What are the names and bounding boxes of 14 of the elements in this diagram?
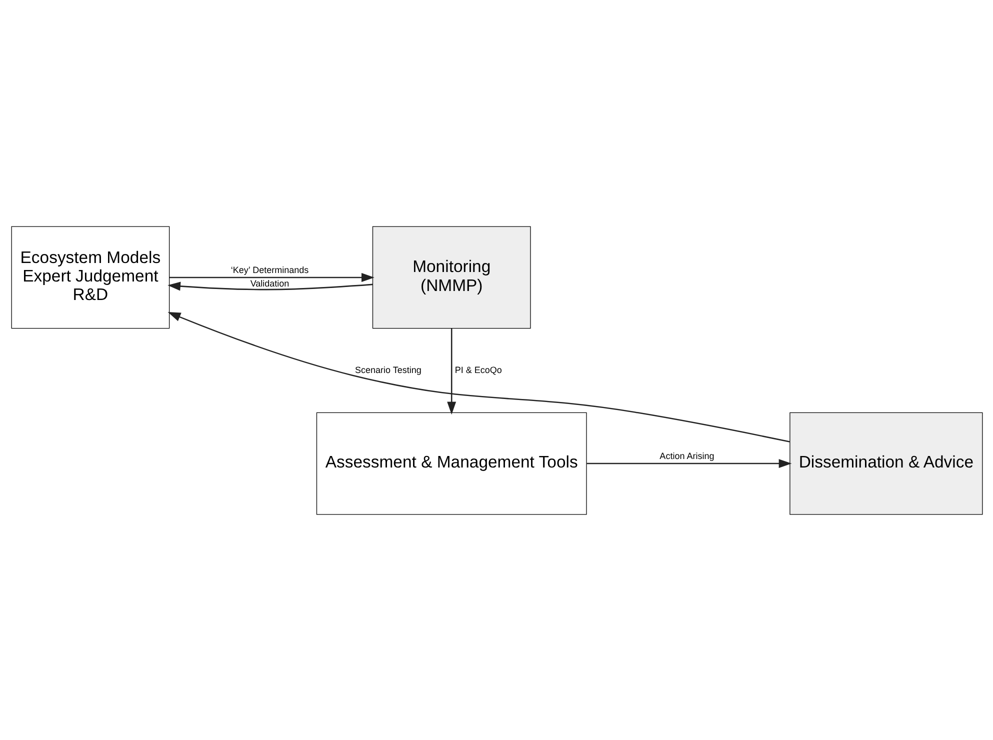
node-box: Ecosystem Models Expert Judgement R&D	[10, 226, 170, 328]
arrow	[168, 272, 374, 282]
edge-label: Action Arising	[659, 450, 714, 461]
arrow	[446, 328, 456, 414]
arrow	[167, 312, 790, 442]
arrow	[586, 458, 792, 468]
node-box: Dissemination & Advice	[789, 412, 982, 514]
node-box: Monitoring (NMMP)	[372, 226, 530, 328]
node-box: Assessment & Management Tools	[316, 412, 586, 514]
arrow	[167, 281, 372, 290]
edge-label: ‘Key’ Determinands	[230, 264, 308, 275]
edge-label: Validation	[250, 278, 289, 288]
edge-label: Scenario Testing	[354, 364, 421, 374]
edge-label: PI & EcoQo	[454, 364, 502, 374]
